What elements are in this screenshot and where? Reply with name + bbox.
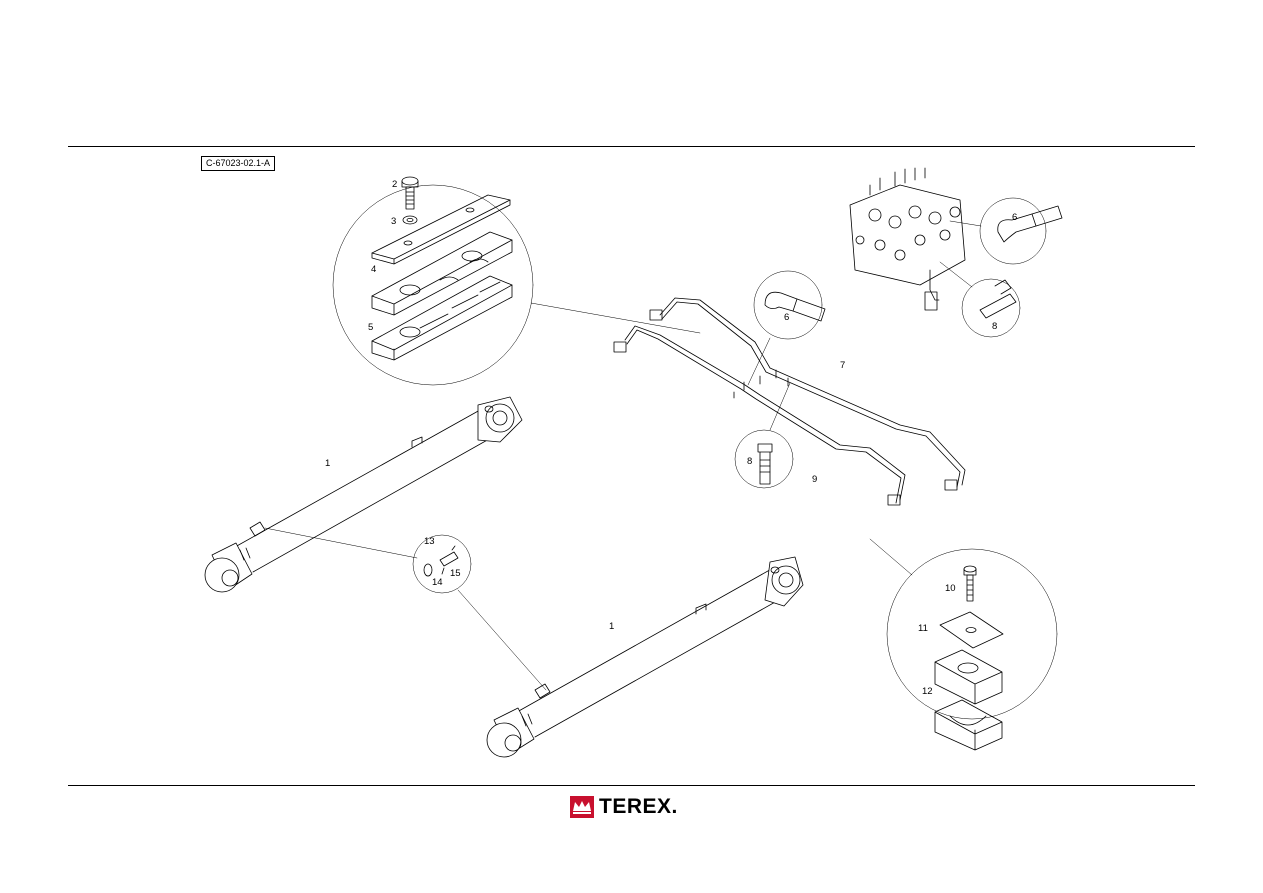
upper-clamp-half-part <box>371 231 513 316</box>
callout-10: 10 <box>945 583 956 594</box>
fitting-detail-circle <box>264 527 547 691</box>
pipe-fittings <box>733 369 789 399</box>
terex-crown-icon <box>570 796 594 818</box>
control-valve-block <box>849 167 966 311</box>
hydraulic-pipe-7 <box>649 297 966 491</box>
elbow-fitting-detail-right <box>949 197 1063 265</box>
footer-rule <box>68 785 1195 786</box>
callout-2: 2 <box>392 179 397 190</box>
callout-1-upper: 1 <box>325 458 330 469</box>
drawing-reference-label: C-67023-02.1-A <box>201 156 276 171</box>
callout-5: 5 <box>368 322 373 333</box>
terex-logo: TEREX. <box>570 795 678 819</box>
callout-6-right: 6 <box>1012 212 1017 223</box>
callout-7: 7 <box>840 360 845 371</box>
straight-fitting-detail-middle <box>734 382 794 489</box>
callout-9: 9 <box>812 474 817 485</box>
washer-part <box>402 215 418 225</box>
callout-4: 4 <box>371 264 376 275</box>
hydraulic-cylinder-upper <box>204 396 523 593</box>
callout-11: 11 <box>918 623 928 634</box>
callout-14: 14 <box>432 577 443 588</box>
callout-8-middle: 8 <box>747 456 752 467</box>
bolt-part <box>401 176 419 210</box>
callout-3: 3 <box>391 216 396 227</box>
callout-1-lower: 1 <box>609 621 614 632</box>
callout-12: 12 <box>922 686 933 697</box>
straight-fitting-detail-right <box>939 261 1021 338</box>
cover-plate-part <box>371 194 511 265</box>
header-rule <box>68 146 1195 147</box>
callout-15: 15 <box>450 568 461 579</box>
clamp-detail-circle <box>332 176 701 386</box>
pipe-clamp-detail-circle <box>869 538 1058 751</box>
lower-clamp-half-part <box>371 275 513 361</box>
hydraulic-pipe-9 <box>613 325 906 506</box>
brand-name: TEREX. <box>599 795 678 818</box>
callout-13: 13 <box>424 536 435 547</box>
callout-6-middle: 6 <box>784 312 789 323</box>
elbow-fitting-detail-middle <box>747 270 826 386</box>
hydraulic-cylinder-lower <box>486 556 804 758</box>
callout-8-right: 8 <box>992 321 997 332</box>
